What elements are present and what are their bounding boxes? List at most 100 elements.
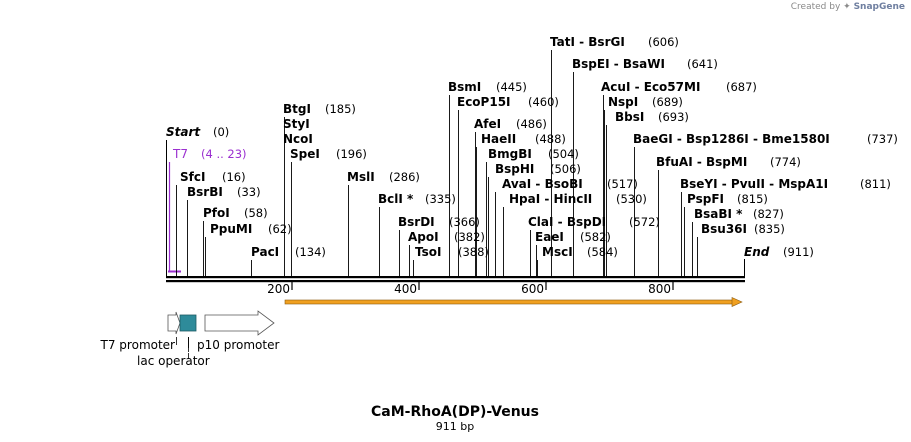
site-acui-eco57mi[interactable]: AcuI - Eco57MI(687) <box>601 80 757 276</box>
site-ncoi[interactable]: NcoI <box>283 132 313 146</box>
site-msli[interactable]: MslI(286) <box>347 170 420 276</box>
site-bspei-bsawi[interactable]: BspEI - BsaWI (641) <box>572 57 718 276</box>
site-name: BfuAI - BspMI <box>656 155 747 169</box>
site-position: (572) <box>629 215 660 229</box>
site-haeii[interactable]: HaeII (488) <box>476 132 566 276</box>
site-styi[interactable]: StyI <box>283 117 310 131</box>
site-name: MscI <box>542 245 573 259</box>
site-position: (530) <box>616 192 647 206</box>
site-pspfi[interactable]: PspFI(815) <box>684 192 768 276</box>
site-bcli[interactable]: BclI * (335) <box>378 192 456 276</box>
site-name: ClaI - BspDI <box>528 215 606 229</box>
site-name: TatI - BsrGI <box>550 35 625 49</box>
site-position: (774) <box>770 155 801 169</box>
site-position: (504) <box>548 147 579 161</box>
site-name: BspEI - BsaWI <box>572 57 665 71</box>
site-pfoi[interactable]: PfoI (58) <box>203 206 268 276</box>
site-bsabi[interactable]: BsaBI * (827) <box>692 207 784 276</box>
site-position: (584) <box>587 245 618 259</box>
site-bfuai-bspmi[interactable]: BfuAI - BspMI (774) <box>656 155 801 276</box>
site-position: (486) <box>516 117 547 131</box>
site-hpai-hincii[interactable]: HpaI - HincII (530) <box>503 192 647 276</box>
site-bmgbi[interactable]: BmgBI (504) <box>486 147 579 276</box>
feature-glyphs: T7 promoter lac operator p10 promoter <box>100 310 279 368</box>
site-position: (737) <box>867 132 898 146</box>
site-position: (811) <box>860 177 891 191</box>
site-tati-bsrgi[interactable]: TatI - BsrGI (606) <box>550 35 679 276</box>
start-label: Start <box>166 125 201 139</box>
site-name: HpaI - HincII <box>509 192 592 206</box>
p10-promoter-arrow[interactable] <box>204 310 275 336</box>
site-position: (388) <box>458 245 489 259</box>
site-name: BsaBI * <box>694 207 743 221</box>
site-name: PfoI <box>203 206 230 220</box>
t7-primer-range: (4 .. 23) <box>201 147 247 161</box>
site-position: (517) <box>607 177 638 191</box>
site-name: BsmI <box>448 80 481 94</box>
site-name: PacI <box>251 245 279 259</box>
site-position: (488) <box>535 132 566 146</box>
tick-label-400: 400 <box>394 282 417 296</box>
ruler-ticks: 200 400 600 800 <box>267 282 674 296</box>
site-sfci[interactable]: SfcI(16) <box>176 170 246 276</box>
site-bsrdi[interactable]: BsrDI(366) <box>398 215 480 276</box>
t7-primer-name: T7 <box>172 147 188 161</box>
sequence-backbone-top <box>166 276 745 279</box>
site-position: (382) <box>454 230 485 244</box>
site-bseyi-pvuii-mspa1i[interactable]: BseYI - PvuII - MspA1I(811) <box>680 177 891 276</box>
orf-arrow[interactable] <box>284 297 743 307</box>
site-spei[interactable]: SpeI(196) <box>290 147 367 276</box>
site-name: BsrDI <box>398 215 435 229</box>
tick-label-200: 200 <box>267 282 290 296</box>
site-name: PpuMI <box>210 222 252 236</box>
tick-label-800: 800 <box>648 282 671 296</box>
start-position: (0) <box>213 125 229 139</box>
site-bsu36i[interactable]: Bsu36I (835) <box>697 222 785 276</box>
sequence-backbone-bottom <box>166 280 745 283</box>
site-name: Bsu36I <box>701 222 747 236</box>
site-avai-bsobi[interactable]: AvaI - BsoBI(517) <box>495 177 638 276</box>
site-bsrbi[interactable]: BsrBI(33) <box>187 185 261 276</box>
site-baegi-bsp1286i-bme1580i[interactable]: BaeGI - Bsp1286I - Bme1580I (737) <box>633 132 898 276</box>
site-ppumi[interactable]: PpuMI(62) <box>205 222 292 276</box>
site-clai-bspdi[interactable]: ClaI - BspDI (572) <box>528 215 660 276</box>
site-position: (185) <box>325 102 356 116</box>
site-position: (827) <box>753 207 784 221</box>
site-btgi[interactable]: BtgI(185) <box>283 102 356 276</box>
site-name: EaeI <box>535 230 564 244</box>
site-name: AfeI <box>474 117 501 131</box>
t7-primer[interactable]: T7 (4 .. 23) <box>168 147 247 273</box>
site-paci[interactable]: PacI(134) <box>251 245 326 276</box>
site-position: (335) <box>425 192 456 206</box>
t7-promoter-label: T7 promoter <box>100 338 176 352</box>
site-name: BbsI <box>615 110 644 124</box>
site-bbsi[interactable]: BbsI (693) <box>606 110 689 276</box>
site-msci[interactable]: MscI (584) <box>537 245 618 276</box>
site-nspi[interactable]: NspI(689) <box>604 95 683 276</box>
p10-promoter-label: p10 promoter <box>197 338 279 352</box>
t7-promoter-arrow[interactable] <box>167 311 181 335</box>
credit-prefix: Created by <box>790 2 841 12</box>
site-name: HaeII <box>481 132 516 146</box>
site-position: (693) <box>658 110 689 124</box>
site-tsoi[interactable]: TsoI(388) <box>413 245 489 276</box>
site-apoi[interactable]: ApoI(382) <box>408 230 485 276</box>
lac-operator-box[interactable] <box>179 314 197 332</box>
site-name: BmgBI <box>488 147 532 161</box>
site-name: BclI * <box>378 192 414 206</box>
site-position: (606) <box>648 35 679 49</box>
site-bsmi[interactable]: BsmI (445) <box>448 80 527 276</box>
site-name: BaeGI - Bsp1286I - Bme1580I <box>633 132 830 146</box>
site-name: PspFI <box>687 192 724 206</box>
site-position: (835) <box>754 222 785 236</box>
site-position: (58) <box>244 206 268 220</box>
site-position: (641) <box>687 57 718 71</box>
restriction-sites: SfcI(16)BsrBI(33)PfoI(58)PpuMI(62)PacI(1… <box>176 35 898 276</box>
site-position: (16) <box>222 170 246 184</box>
site-ecop15i[interactable]: EcoP15I(460) <box>457 95 559 276</box>
site-afei[interactable]: AfeI (486) <box>474 117 547 276</box>
site-position: (286) <box>389 170 420 184</box>
site-position: (445) <box>496 80 527 94</box>
end-label: End <box>744 245 770 259</box>
